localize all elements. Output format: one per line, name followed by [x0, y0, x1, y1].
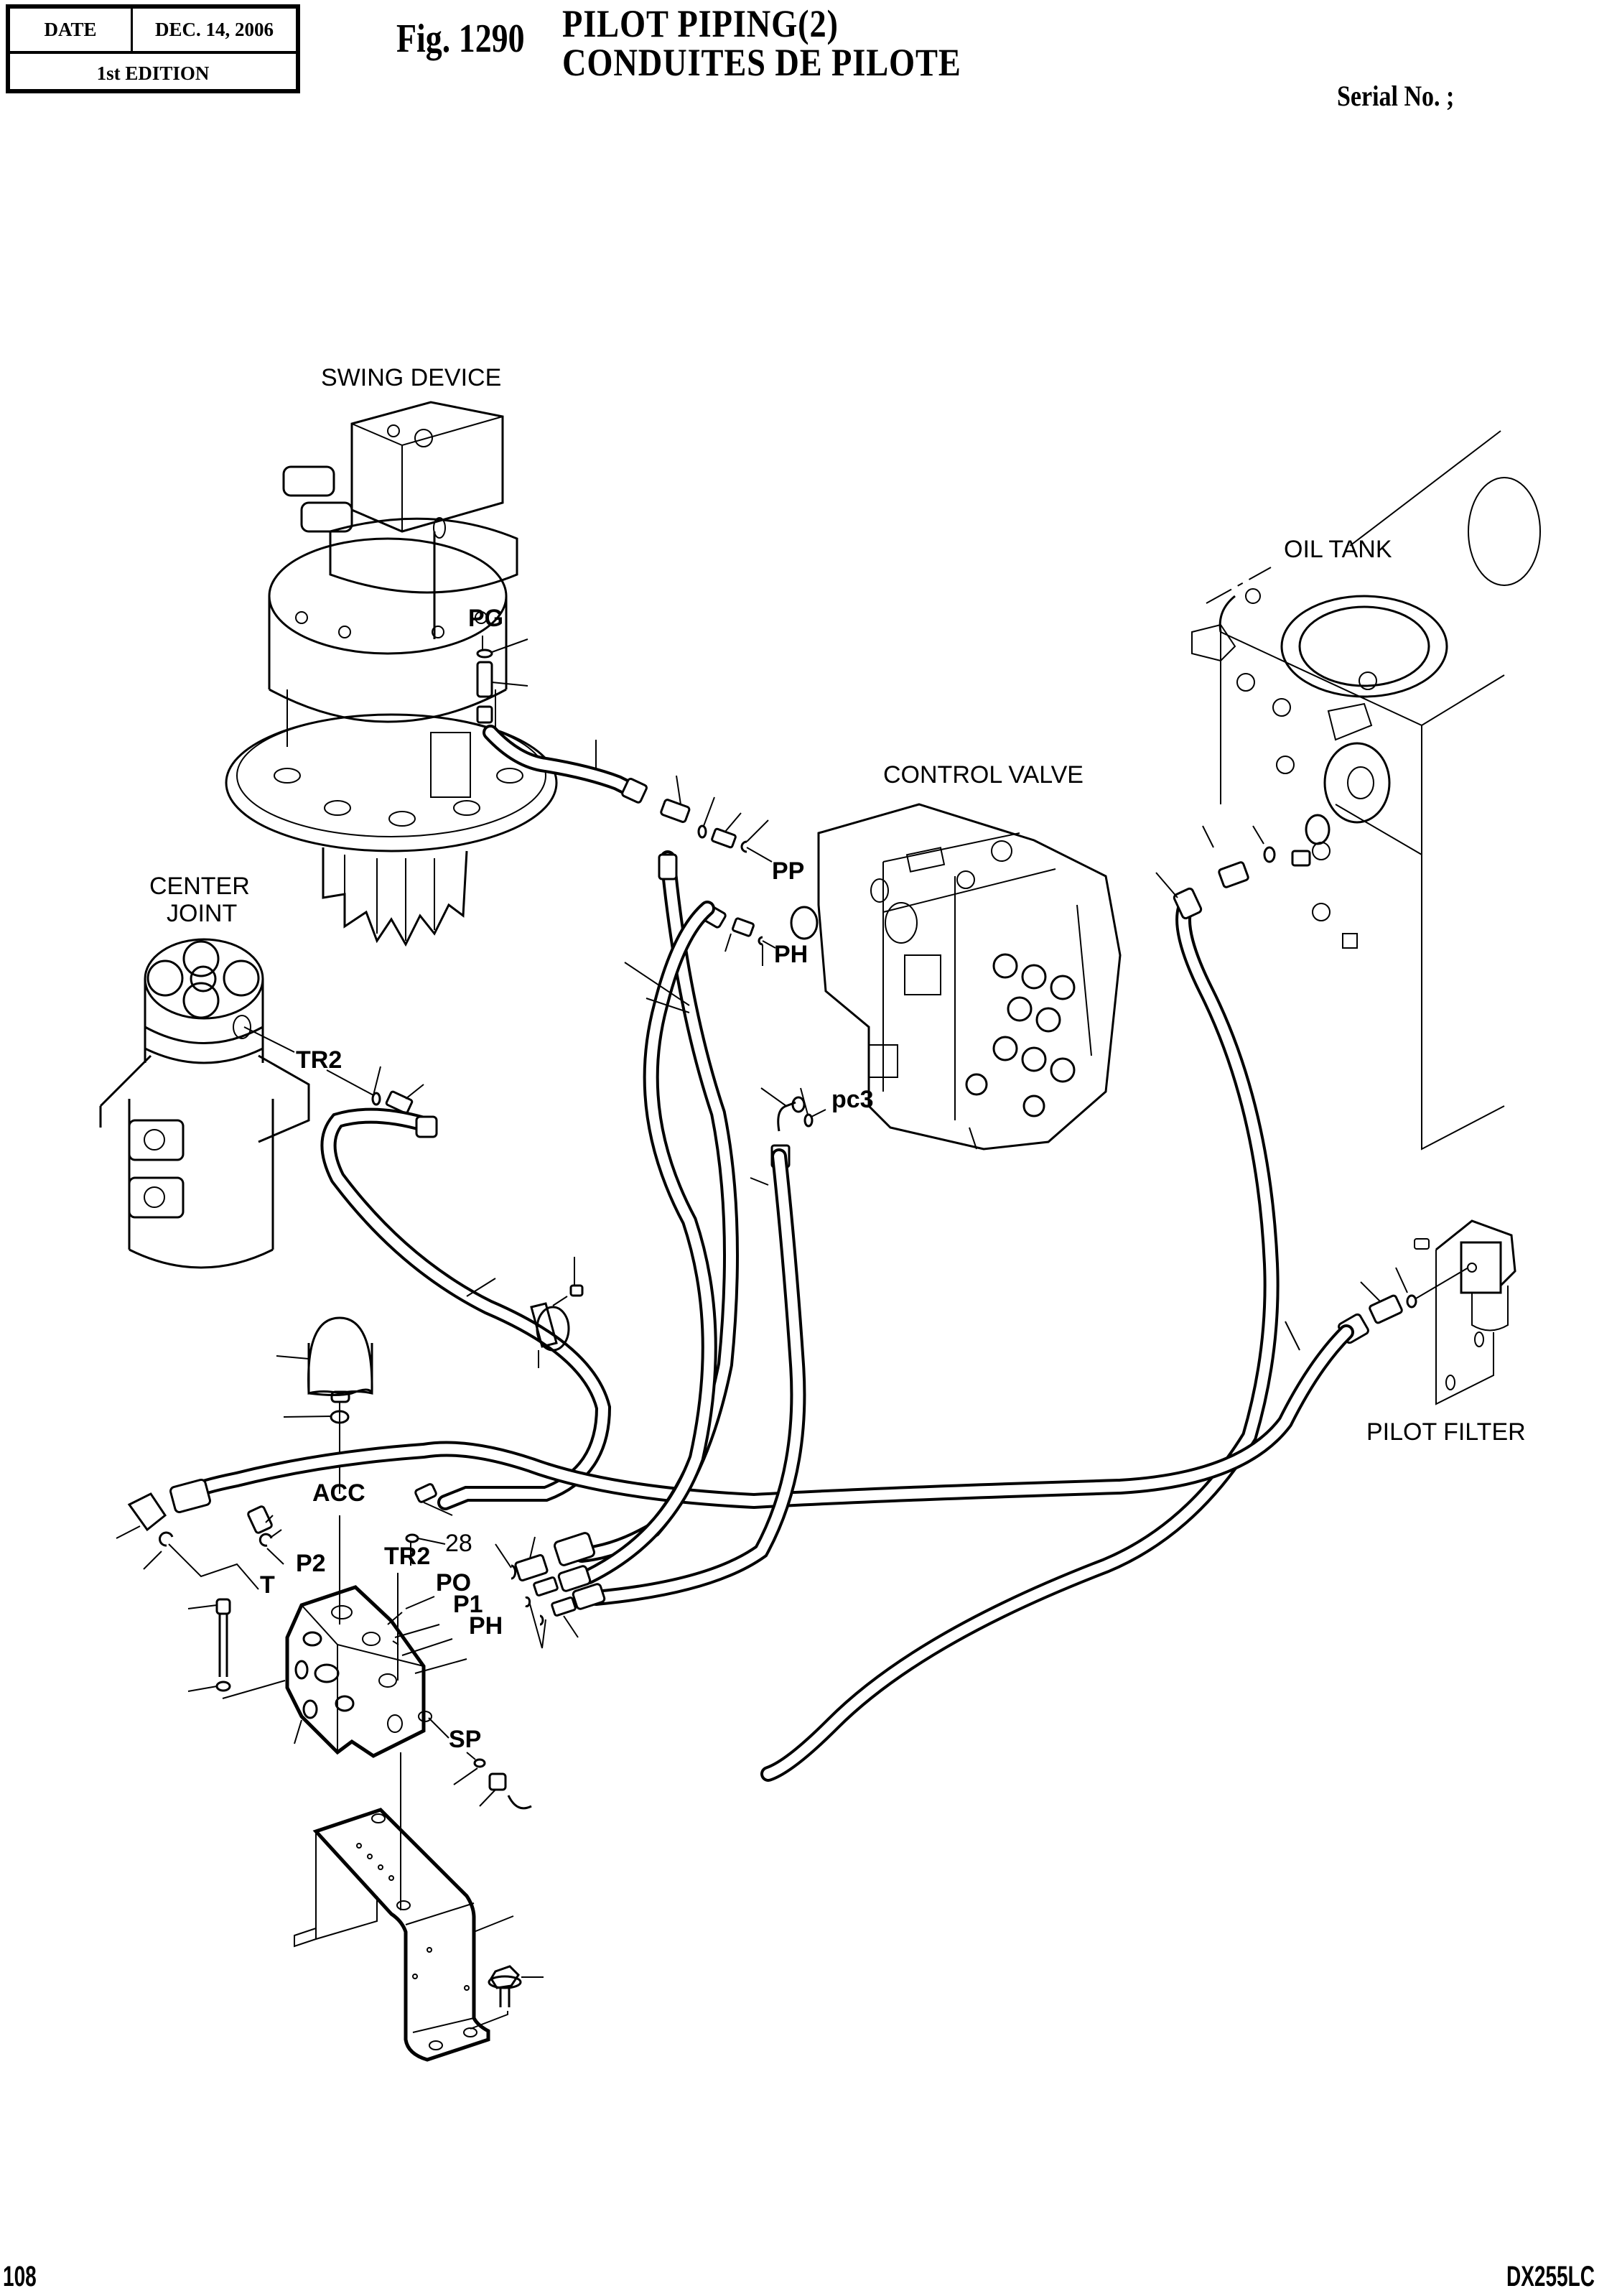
page-number: 108	[3, 2261, 37, 2292]
figure-number: Fig. 1290	[396, 17, 525, 61]
date-value: DEC. 14, 2006	[154, 19, 274, 40]
port-label-pp: PP	[772, 857, 804, 885]
title-french: CONDUITES DE PILOTE	[562, 41, 961, 84]
date-row: DATE DEC. 14, 2006	[10, 9, 296, 54]
swing-device-label: SWING DEVICE	[321, 364, 501, 391]
port-label-t: T	[260, 1571, 275, 1599]
port-label-tr2-block: TR2	[384, 1543, 430, 1570]
control-valve-label: CONTROL VALVE	[883, 761, 1084, 789]
mounting-bracket-illustration	[294, 1808, 514, 2062]
serial-number: Serial No. ;	[1337, 80, 1455, 112]
pilot-filter-label: PILOT FILTER	[1366, 1418, 1526, 1446]
oil-tank-label: OIL TANK	[1284, 536, 1392, 563]
center-joint-label-line2: JOINT	[167, 900, 237, 927]
port-label-ph-valve: PH	[774, 941, 808, 968]
port-label-pc3: pc3	[831, 1086, 874, 1113]
port-label-p2: P2	[296, 1550, 326, 1577]
pc3-fitting	[760, 1087, 826, 1168]
pilot-filter-fittings	[179, 1267, 1469, 1510]
callout-28: 28	[445, 1530, 472, 1557]
port-label-po: PO	[436, 1569, 471, 1596]
swing-device-illustration	[225, 401, 558, 947]
left-fittings	[116, 1478, 284, 1692]
port-label-ph-block: PH	[469, 1612, 503, 1640]
pilot-filter-illustration	[1414, 1219, 1516, 1405]
model-number: DX255LC	[1506, 2261, 1595, 2292]
sp-fitting	[453, 1752, 532, 1810]
port-label-p1: P1	[453, 1591, 483, 1618]
edition-label: 1st EDITION	[96, 62, 210, 84]
center-joint-illustration	[99, 938, 310, 1269]
port-label-sp: SP	[449, 1726, 481, 1753]
pilot-block-illustration	[222, 1573, 467, 1910]
edition-box: DATE DEC. 14, 2006 1st EDITION	[6, 4, 300, 93]
center-joint-label-line1: CENTER	[149, 873, 250, 900]
control-valve-illustration	[790, 803, 1122, 1151]
oil-tank-illustration	[1191, 430, 1541, 1151]
title-english: PILOT PIPING(2)	[562, 2, 839, 45]
pg-hose-assembly	[483, 725, 773, 863]
port-label-tr2-joint: TR2	[296, 1046, 342, 1074]
accumulator-illustration	[276, 1316, 373, 1494]
tr2-hose-assembly	[320, 1066, 612, 1516]
bracket-bolt	[470, 1965, 544, 2030]
pilot-hose-bundle	[495, 850, 806, 1649]
port-label-acc: ACC	[312, 1479, 365, 1507]
tank-to-filter-hose	[760, 825, 1311, 1782]
date-label: DATE	[10, 9, 133, 51]
port-label-pg: PG	[468, 605, 503, 632]
